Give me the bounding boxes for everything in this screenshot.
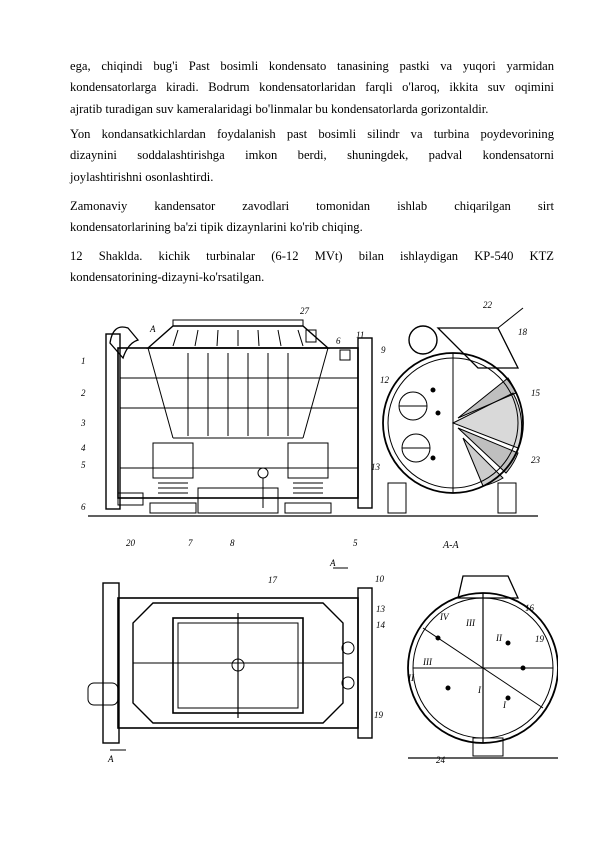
label: 24 xyxy=(436,755,446,765)
paragraph-3: Zamonaviy kandensator zavodlari tomonida… xyxy=(70,196,554,239)
roman-label: II xyxy=(495,633,503,643)
side-view xyxy=(88,319,378,517)
cut-mark: A xyxy=(149,324,156,334)
label: 19 xyxy=(535,634,545,644)
text-line: Zamonaviy kandensator zavodlari tomonida… xyxy=(70,199,554,213)
label: 20 xyxy=(126,538,136,548)
label: 13 xyxy=(376,604,386,614)
label: 6 xyxy=(336,336,341,346)
paragraph-1: ega, chiqindi bug'i Past bosimli kondens… xyxy=(70,56,554,120)
text-line: kondensatorlarining ba'zi tipik dizaynla… xyxy=(70,220,363,235)
cut-mark: A xyxy=(107,754,114,764)
label: 14 xyxy=(376,620,386,630)
text-line: kondensatorlarga kiradi. Bodrum kondensa… xyxy=(70,80,554,95)
text-line: 12 Shaklda. kichik turbinalar (6-12 MVt)… xyxy=(70,249,554,263)
label: 15 xyxy=(531,388,541,398)
label: 18 xyxy=(518,327,528,337)
label: 23 xyxy=(531,455,541,465)
text-line: ega, chiqindi bug'i Past bosimli kondens… xyxy=(70,59,554,73)
paragraph-2: Yon kondansatkichlardan foydalanish past… xyxy=(70,124,554,188)
text-line: dizaynini soddalashtirishga imkon berdi,… xyxy=(70,148,554,163)
roman-label: IV xyxy=(439,612,450,622)
label: 7 xyxy=(188,538,193,548)
label: 1 xyxy=(81,356,86,366)
label: 6 xyxy=(81,502,86,512)
label: 3 xyxy=(80,418,86,428)
text-line: joylashtirishni osonlashtirdi. xyxy=(70,169,214,184)
condenser-drawing: 1 2 3 4 5 6 7 8 5 20 27 6 11 9 12 13 22 … xyxy=(80,300,558,765)
label: 12 xyxy=(380,375,390,385)
label: 4 xyxy=(81,443,86,453)
text-line: kondensatorining-dizayni-ko'rsatilgan. xyxy=(70,270,265,285)
end-view xyxy=(378,307,538,517)
label: 8 xyxy=(230,538,235,548)
label: 11 xyxy=(356,330,364,340)
label: 22 xyxy=(483,300,493,310)
figure-labels: 1 2 3 4 5 6 7 8 5 20 27 6 11 9 12 13 22 … xyxy=(80,300,545,765)
label: 5 xyxy=(81,460,86,470)
roman-label: I xyxy=(477,685,482,695)
text-line: ajratib turadigan suv kameralaridagi bo'… xyxy=(70,101,489,116)
label: 17 xyxy=(268,575,278,585)
section-view xyxy=(407,575,558,759)
text-line: Yon kondansatkichlardan foydalanish past… xyxy=(70,127,554,141)
roman-label: II xyxy=(407,673,415,683)
label: 2 xyxy=(81,388,86,398)
paragraph-4: 12 Shaklda. kichik turbinalar (6-12 MVt)… xyxy=(70,246,554,289)
label: 19 xyxy=(374,710,384,720)
plan-view xyxy=(87,567,373,751)
label: 27 xyxy=(300,306,310,316)
section-label: A-A xyxy=(442,540,459,551)
roman-label: III xyxy=(422,657,433,667)
label: 16 xyxy=(525,603,535,613)
label: 13 xyxy=(371,462,381,472)
roman-label: I xyxy=(502,700,507,710)
roman-label: III xyxy=(465,618,476,628)
cut-mark: A xyxy=(329,558,336,568)
label: 10 xyxy=(375,574,385,584)
label: 9 xyxy=(381,345,386,355)
label: 5 xyxy=(353,538,358,548)
